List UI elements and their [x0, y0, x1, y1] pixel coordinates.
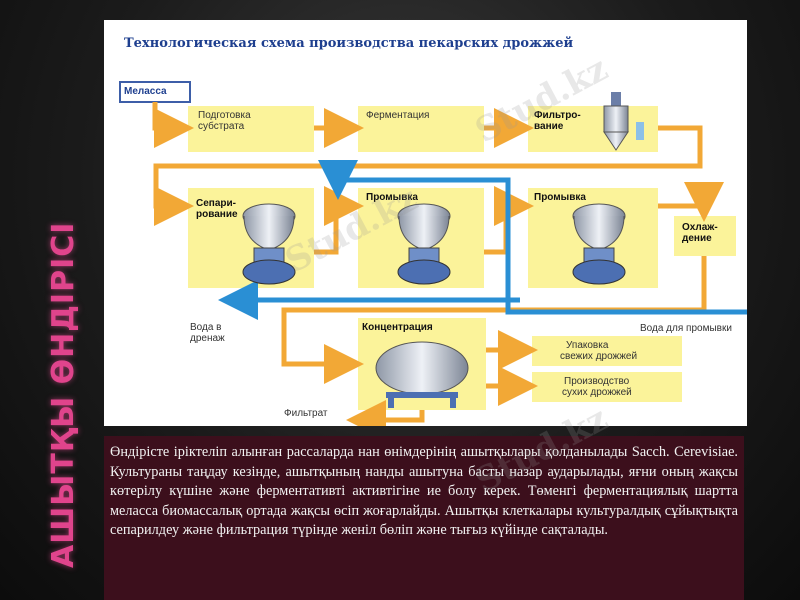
label-fermentation: Ферментация — [366, 110, 430, 121]
label-cooling-2: дение — [682, 233, 712, 244]
label-pack-1: Упаковка — [566, 340, 609, 351]
label-drain-1: Вода в — [190, 322, 222, 333]
box-fermentation — [358, 106, 484, 152]
concentration-drum — [375, 341, 469, 408]
label-prep-1: Подготовка — [198, 110, 251, 121]
label-filter-1: Фильтро- — [534, 110, 581, 121]
box-packaging — [532, 336, 682, 366]
body-paragraph: Өндірісте іріктеліп алынған рассаларда н… — [104, 436, 744, 600]
label-filter-2: вание — [534, 121, 564, 132]
box-dry-yeast — [532, 372, 682, 402]
label-separation-1: Сепари- — [196, 198, 236, 209]
label-dry-2: сухих дрожжей — [562, 387, 632, 398]
label-dry-1: Производство — [564, 376, 630, 387]
separator-1 — [242, 203, 296, 285]
label-pack-2: свежих дрожжей — [560, 351, 638, 362]
side-title: АШЫТҚЫ ӨНДІРІСІ — [46, 221, 81, 568]
label-cooling-1: Охлаж- — [682, 222, 718, 233]
label-filtrate: Фильтрат — [284, 408, 328, 419]
process-diagram: Технологическая схема производства пекар… — [104, 20, 747, 426]
diagram-title: Технологическая схема производства пекар… — [124, 36, 574, 51]
label-melassa: Меласса — [124, 86, 167, 97]
water-flow-lines — [218, 160, 747, 320]
label-separation-2: рование — [196, 209, 238, 220]
label-wash-water: Вода для промывки — [640, 323, 732, 334]
box-substrate — [188, 106, 314, 152]
box-cooling — [674, 216, 736, 256]
filter-vessel — [603, 92, 644, 151]
separator-3 — [572, 203, 626, 285]
separator-2 — [397, 203, 451, 285]
label-wash-2: Промывка — [534, 192, 586, 203]
product-flow-lines — [152, 102, 724, 426]
label-concentration: Концентрация — [362, 322, 433, 333]
diagram-graphics — [119, 81, 747, 426]
label-wash-1: Промывка — [366, 192, 418, 203]
label-prep-2: субстрата — [198, 121, 245, 132]
label-drain-2: дренаж — [190, 333, 225, 344]
